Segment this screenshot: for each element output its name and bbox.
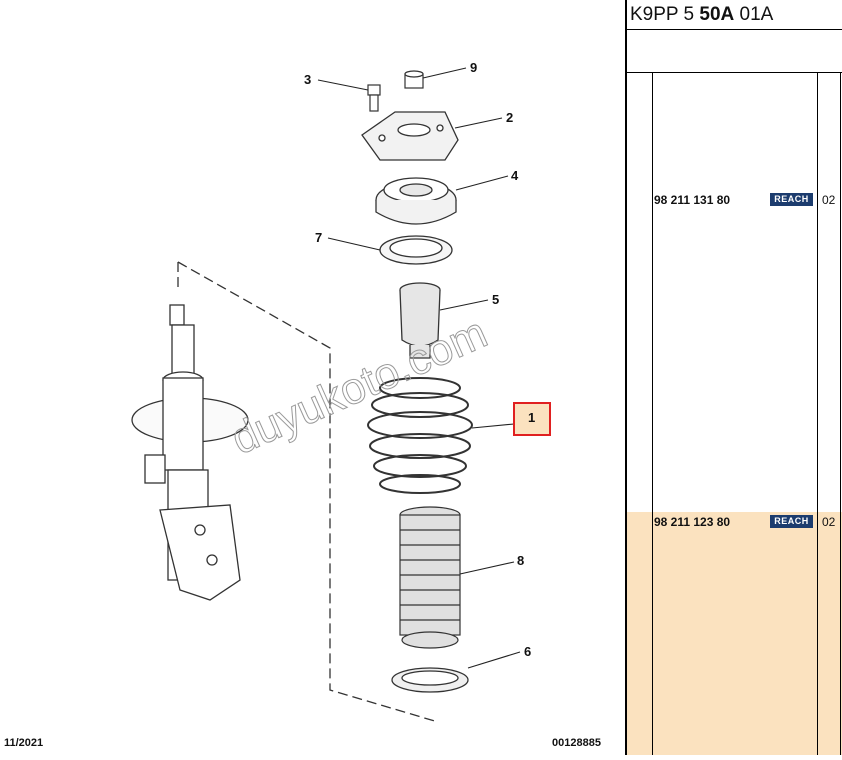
callout-1-highlight <box>513 402 551 436</box>
parts-table <box>627 72 842 756</box>
bearing-part-4 <box>375 177 457 225</box>
complete-strut <box>131 304 249 601</box>
column-divider <box>840 72 841 755</box>
spacer-ring-part-7 <box>379 235 453 265</box>
code-bold: 50A <box>699 4 735 25</box>
callout-1: 1 <box>528 410 536 425</box>
code-prefix: K9PP 5 <box>630 4 700 25</box>
callout-7: 7 <box>315 230 323 245</box>
quantity: 02 <box>822 515 836 529</box>
watermark: duyukoto.com <box>224 308 494 464</box>
reach-badge: REACH <box>770 515 813 528</box>
part-number: 98 211 131 80 <box>654 193 731 207</box>
parts-panel: K9PP 5 50A 01A 98 211 131 80 REACH 02 98… <box>625 0 842 755</box>
coil-spring-part-1 <box>367 377 473 494</box>
panel-code: K9PP 5 50A 01A <box>627 0 842 30</box>
callout-4: 4 <box>511 168 519 183</box>
strut-assembly-drawing: duyukoto.com <box>131 67 551 723</box>
column-divider <box>652 72 653 755</box>
callout-2: 2 <box>506 110 514 125</box>
part-number: 98 211 123 80 <box>654 515 731 529</box>
callout-3: 3 <box>304 72 312 87</box>
dust-boot-part-8 <box>399 506 461 649</box>
code-suffix: 01A <box>734 4 774 25</box>
diagram-ref: 00128885 <box>552 737 601 749</box>
bolt-part-3 <box>367 84 381 112</box>
callout-5: 5 <box>492 292 500 307</box>
reach-badge: REACH <box>770 193 813 206</box>
bump-stop-part-5 <box>399 282 441 359</box>
diagram-date: 11/2021 <box>4 737 44 749</box>
leader-lines <box>317 67 521 669</box>
callout-9: 9 <box>470 60 478 75</box>
top-mount-part-2 <box>361 111 459 161</box>
column-divider <box>817 72 818 755</box>
exploded-view-diagram: duyukoto.com 3 9 2 4 7 5 1 8 6 11/2021 0… <box>4 60 601 749</box>
callout-8: 8 <box>517 553 525 568</box>
lower-seat-part-6 <box>391 667 469 693</box>
selected-row-highlight <box>627 512 842 755</box>
nut-part-9 <box>404 70 424 89</box>
dashed-bracket <box>177 261 439 723</box>
callout-6: 6 <box>524 644 532 659</box>
quantity: 02 <box>822 193 836 207</box>
